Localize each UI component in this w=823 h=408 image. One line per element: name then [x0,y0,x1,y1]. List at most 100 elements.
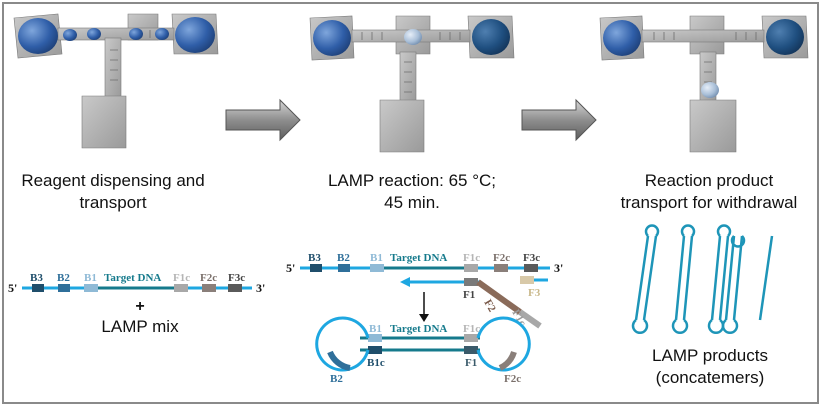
dna-left-seg-f3c [228,284,242,292]
dna-left-seg-b1 [84,284,98,292]
dumbbell-label-f1: F1 [465,357,477,369]
dna-middle-primer-f1 [464,278,478,286]
chip-3-channel [641,29,765,43]
arrow-2-icon [521,98,597,142]
step-2-caption: LAMP reaction: 65 °C; 45 min. [300,170,524,214]
concatemer-stem-1 [634,235,658,321]
dna-middle-seg-b3 [310,264,322,272]
dna-left-label-b2: B2 [57,272,70,284]
dna-left-seg-f2c [202,284,216,292]
concatemer-stem-4 [724,235,744,321]
dna-middle-label-b3: B3 [308,252,321,264]
dna-left: 5' 3' B3 B2 B1 Target DNA F1c F2c F3c [8,272,265,295]
chip-2-lamp-reaction [309,15,515,153]
chip-1-droplet-small-4 [155,28,169,40]
concatemer-bottom-loop-1 [631,318,649,334]
step-1-caption: Reagent dispensing and transport [2,170,224,214]
chip-3-droplet-left [603,20,641,56]
dumbbell-label-f2c: F2c [504,373,521,385]
dna-middle: 5' 3' B3 B2 B1 Target DNA F1c F2c F3c F1… [286,252,563,385]
dumbbell-label-b1c: B1c [367,357,385,369]
concatemer-stem-3 [710,235,730,321]
dumbbell-label-b1: B1 [369,323,382,335]
chip-2-droplet-right [472,19,510,55]
step-3-caption-line2: transport for withdrawal [620,193,798,212]
step-arrow-1 [225,98,301,142]
dna-left-5prime: 5' [8,281,17,295]
dna-left-label-b1: B1 [84,272,97,284]
chip-2-outlet-pad [379,99,425,153]
dna-left-seg-b2 [58,284,70,292]
chip-1-droplet-small-1 [63,29,77,41]
step-1-caption-line1: Reagent dispensing and [21,171,205,190]
chip-1-reagent-dispensing [13,13,219,149]
dna-left-seg-f1c [174,284,188,292]
step-3-caption-line1: Reaction product [644,171,774,190]
concatemer-stem-2 [674,235,694,321]
dna-left-label-b3: B3 [30,272,43,284]
concatemer-bottom-loop-4 [721,318,739,334]
dna-middle-label-b2: B2 [337,252,350,264]
dna-middle-primer-f3 [520,276,534,284]
arrow-1-icon [225,98,301,142]
chip-3-outlet-pad [689,99,737,153]
dumbbell-seg-b1c [368,346,382,354]
dna-middle-seg-f1c [464,264,478,272]
dumbbell-seg-f1 [464,346,478,354]
step-1-caption-line2: transport [79,193,147,212]
dna-middle-primer-label-f2: F2 [481,298,498,315]
dumbbell-right-loop [476,316,531,372]
dna-left-label-target: Target DNA [104,272,161,284]
concatemer-bottom-loop-3 [707,318,725,334]
chip-3-droplet-right [766,19,804,55]
products-caption-line2: (concatemers) [655,368,765,387]
chip-3-product-droplet [701,82,719,98]
chip-1-droplet-right [175,17,215,53]
products-caption: LAMP products (concatemers) [620,345,800,389]
step-2-caption-line2: 45 min. [384,193,440,212]
dumbbell-label-target: Target DNA [390,323,447,335]
dumbbell-seg-b2 [327,350,351,371]
dna-middle-seg-b1 [370,264,384,272]
dumbbell-left-loop [315,316,370,372]
chip-1-vertical-channel [104,37,122,99]
concatemer-top-loop-1 [644,224,660,237]
lamp-mix-label: LAMP mix [101,317,179,336]
dumbbell-label-f1c: F1c [463,323,480,335]
dna-middle-seg-f2c [494,264,508,272]
chip-2-vertical-channel [399,51,417,103]
dna-left-label-f3c: F3c [228,272,245,284]
concatemer-top-loop-2 [680,224,696,237]
dna-left-label-f1c: F1c [173,272,190,284]
plus-sign: + [135,298,145,315]
dna-middle-label-f3c: F3c [523,252,540,264]
dna-middle-3prime: 3' [554,261,563,275]
step-arrow-2 [521,98,597,142]
dna-middle-5prime: 5' [286,261,295,275]
dna-middle-seg-b2 [338,264,350,272]
dna-middle-label-target: Target DNA [390,252,447,264]
concatemer-top-loop-4 [730,235,746,248]
dna-left-label-f2c: F2c [200,272,217,284]
dna-middle-label-f1c: F1c [463,252,480,264]
chip-1-droplet-small-2 [87,28,101,40]
dumbbell-label-b2: B2 [330,373,343,385]
concatemer-bottom-loop-2 [671,318,689,334]
extension-arrow-icon [400,277,410,287]
dumbbell-seg-f1c [464,334,478,342]
dna-middle-primer-label-f1: F1 [463,289,475,301]
dna-left-seg-b3 [32,284,44,292]
dna-left-3prime: 3' [256,281,265,295]
down-arrow-icon [419,314,429,322]
dna-middle-label-b1: B1 [370,252,383,264]
chip-3-product-transport [599,15,809,153]
chip-2-reaction-droplet [404,29,422,45]
concatemer-tail [758,235,774,321]
dna-middle-primer-label-f3: F3 [528,287,541,299]
dumbbell-seg-f2c [498,350,517,371]
chip-1-outlet-pad [81,95,127,149]
concatemer-top-loop-3 [716,224,732,237]
dumbbell-seg-b1 [368,334,382,342]
products-caption-line1: LAMP products [652,346,768,365]
